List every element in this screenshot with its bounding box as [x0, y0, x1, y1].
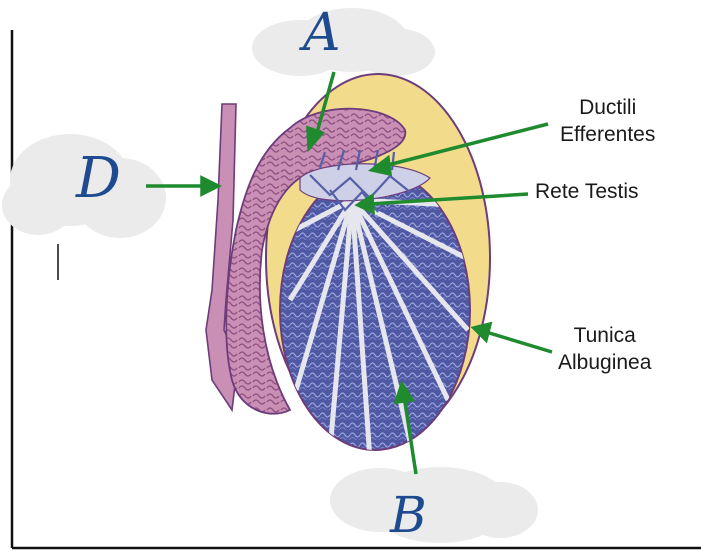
- tunica-albuginea-label: Tunica Albuginea: [558, 322, 651, 376]
- tunica-line-1: Tunica: [573, 324, 636, 347]
- rete-testis-label: Rete Testis: [535, 180, 639, 203]
- tunica-line-2: Albuginea: [558, 351, 652, 374]
- ductili-line-2: Efferentes: [560, 123, 656, 146]
- epididymis: [225, 107, 406, 415]
- ductili-efferentes-label: Ductili Efferentes: [560, 94, 655, 148]
- ductili-line-1: Ductili: [579, 96, 637, 119]
- handwritten-b: B: [390, 486, 427, 544]
- pointer-arrows: [146, 71, 553, 475]
- handwritten-a: A: [303, 3, 341, 63]
- handwritten-d: D: [76, 146, 121, 211]
- septa: [283, 197, 470, 450]
- cloud-shapes: [2, 8, 538, 543]
